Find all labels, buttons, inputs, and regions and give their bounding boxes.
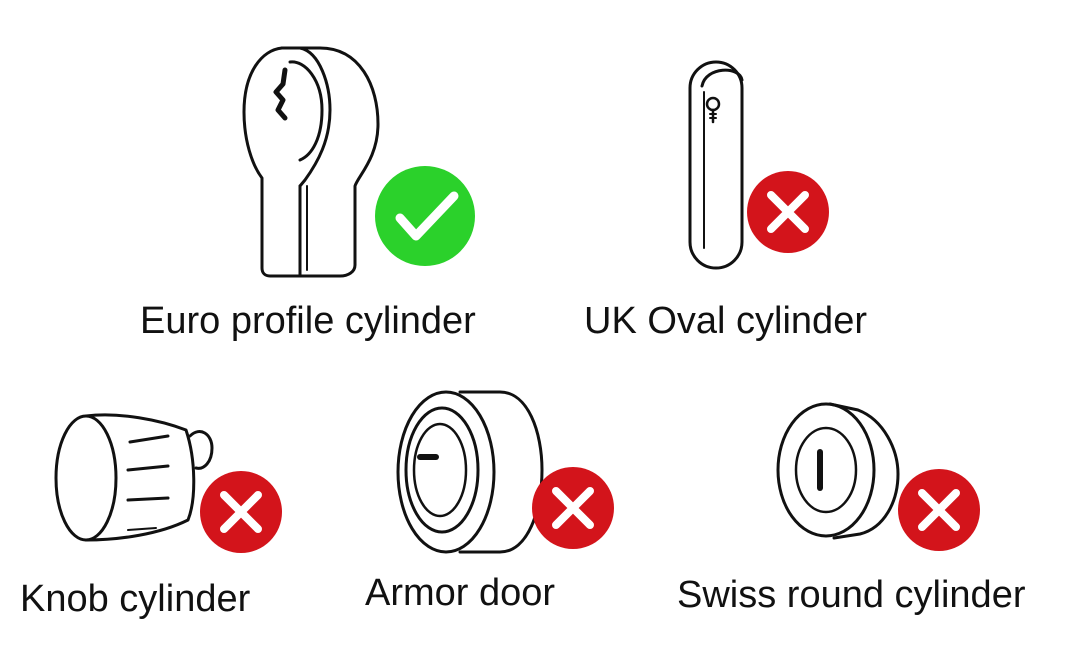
swiss-round-cylinder-drawing (776, 402, 900, 540)
uk-oval-cylinder-drawing (688, 60, 744, 270)
uk-oval-cylinder-label: UK Oval cylinder (584, 300, 867, 342)
euro-profile-cylinder-drawing (242, 46, 380, 278)
cross-icon (532, 467, 614, 549)
euro-profile-cylinder-label: Euro profile cylinder (140, 300, 476, 342)
cross-icon (200, 471, 282, 553)
knob-cylinder-label: Knob cylinder (20, 578, 251, 620)
cross-icon (898, 469, 980, 551)
cross-icon (747, 171, 829, 253)
check-icon (375, 166, 475, 266)
armor-door-label: Armor door (365, 572, 556, 614)
armor-door-drawing (396, 390, 544, 554)
swiss-round-cylinder-label: Swiss round cylinder (677, 574, 1026, 616)
knob-cylinder-drawing (54, 413, 214, 542)
